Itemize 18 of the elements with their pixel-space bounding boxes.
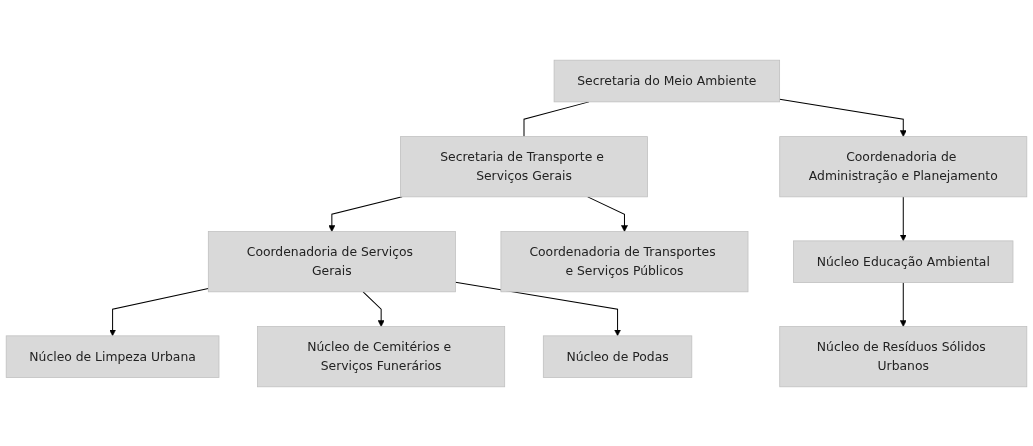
- arrow: [362, 290, 385, 327]
- arrow: [109, 287, 209, 336]
- arrow: [899, 195, 907, 241]
- arrow: [587, 195, 628, 232]
- arrow: [454, 281, 621, 336]
- arrow: [328, 195, 403, 232]
- node-box: Secretaria de Transporte e Serviços Gerais: [400, 135, 648, 197]
- arrow: [779, 98, 907, 137]
- node-box: Núcleo de Limpeza Urbana: [5, 334, 220, 378]
- node-box: Núcleo de Podas: [542, 334, 693, 378]
- node-box: Núcleo Educação Ambiental: [793, 240, 1014, 283]
- node-box: Coordenadoria de Serviços Gerais: [207, 230, 456, 292]
- node-box: Secretaria do Meio Ambiente: [553, 59, 780, 102]
- arrow: [899, 281, 907, 327]
- node-box: Núcleo de Cemitérios e Serviços Funerários: [257, 325, 506, 387]
- node-box: Coordenadoria de Transportes e Serviços Públicos: [500, 230, 749, 292]
- node-box: Coordenadoria de Administração e Planejamento: [779, 135, 1028, 197]
- node-box: Núcleo de Resíduos Sólidos Urbanos: [779, 325, 1028, 387]
